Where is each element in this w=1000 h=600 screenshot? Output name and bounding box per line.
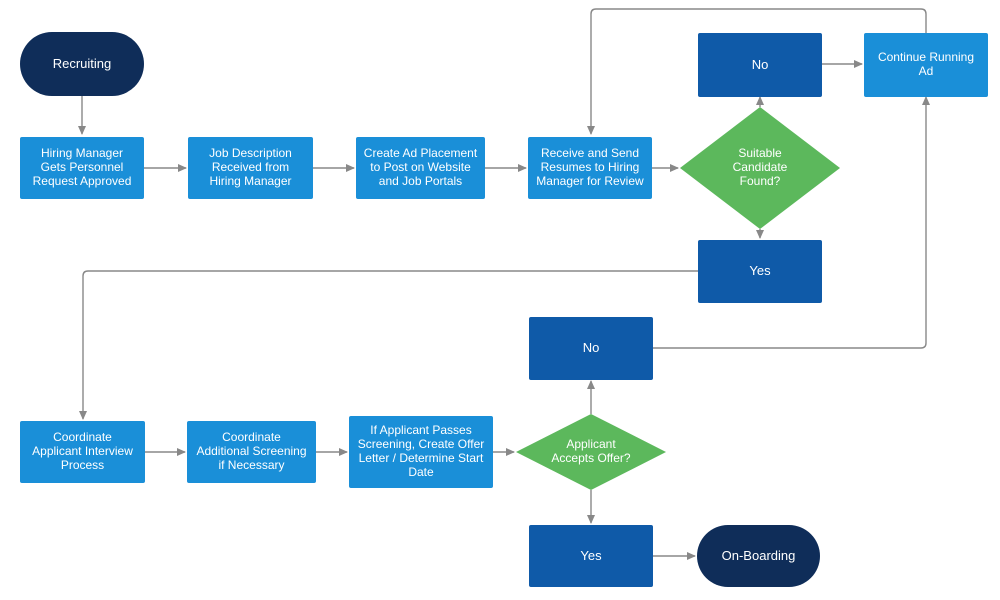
process-coordinate-interview: Coordinate Applicant Interview Process xyxy=(20,421,145,483)
answer-yes-candidate-label: Yes xyxy=(749,263,771,279)
end-terminal-label: On-Boarding xyxy=(721,547,796,563)
connector-yes-to-step5 xyxy=(79,270,698,420)
process-hiring-manager-approval-label: Hiring Manager Gets Personnel Request Ap… xyxy=(32,146,132,188)
start-terminal-label: Recruiting xyxy=(52,55,112,71)
process-hiring-manager-approval: Hiring Manager Gets Personnel Request Ap… xyxy=(20,137,144,199)
answer-no-candidate-label: No xyxy=(751,56,769,72)
process-coordinate-interview-label: Coordinate Applicant Interview Process xyxy=(32,430,133,472)
process-additional-screening: Coordinate Additional Screening if Neces… xyxy=(187,421,316,483)
answer-yes-offer-label: Yes xyxy=(580,547,602,563)
start-terminal-recruiting: Recruiting xyxy=(20,32,144,96)
process-create-ad-placement-label: Create Ad Placement to Post on Website a… xyxy=(363,146,478,188)
decision-suitable-candidate-shape xyxy=(680,107,840,229)
answer-yes-candidate: Yes xyxy=(698,240,822,303)
end-terminal-onboarding: On-Boarding xyxy=(697,525,820,587)
process-receive-send-resumes-label: Receive and Send Resumes to Hiring Manag… xyxy=(536,146,644,188)
answer-no-offer-label: No xyxy=(582,340,600,356)
process-continue-running-ad-label: Continue Running Ad xyxy=(877,50,975,78)
connector-no2-to-continue-ad xyxy=(653,96,930,349)
process-receive-send-resumes: Receive and Send Resumes to Hiring Manag… xyxy=(528,137,652,199)
process-create-ad-placement: Create Ad Placement to Post on Website a… xyxy=(356,137,485,199)
process-continue-running-ad: Continue Running Ad xyxy=(864,33,988,97)
answer-yes-offer: Yes xyxy=(529,525,653,587)
process-create-offer-letter: If Applicant Passes Screening, Create Of… xyxy=(349,416,493,488)
decision-accepts-offer-label: Applicant Accepts Offer? xyxy=(551,437,631,465)
answer-no-offer: No xyxy=(529,317,653,380)
decision-accepts-offer-shape xyxy=(516,414,666,490)
process-job-description-received: Job Description Received from Hiring Man… xyxy=(188,137,313,199)
process-additional-screening-label: Coordinate Additional Screening if Neces… xyxy=(196,430,307,472)
connector-continue-ad-to-step4 xyxy=(587,8,927,135)
decision-suitable-candidate-label: Suitable Candidate Found? xyxy=(732,146,788,188)
answer-no-candidate: No xyxy=(698,33,822,97)
process-create-offer-letter-label: If Applicant Passes Screening, Create Of… xyxy=(357,423,485,479)
process-job-description-received-label: Job Description Received from Hiring Man… xyxy=(209,146,292,188)
